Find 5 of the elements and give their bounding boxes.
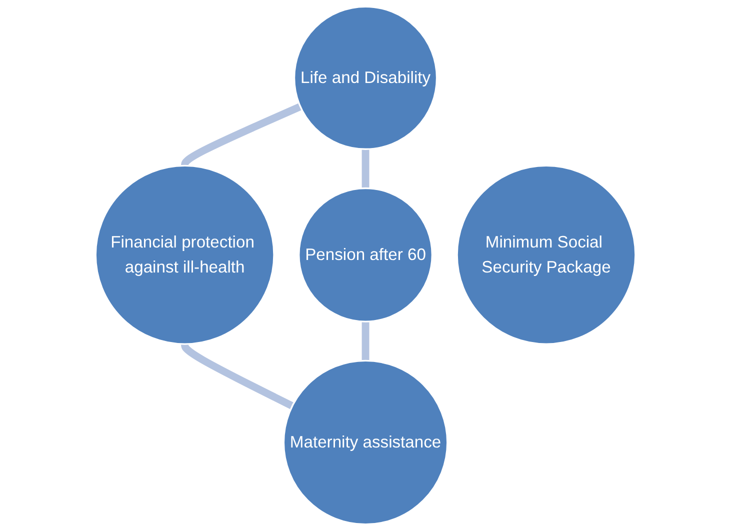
- node-circle: Minimum Social Security Package: [456, 164, 637, 345]
- node-circle: Financial protection against ill-health: [95, 164, 276, 345]
- node-circle: Maternity assistance: [283, 360, 449, 526]
- node-circle: Pension after 60: [298, 187, 434, 322]
- node-circle: Life and Disability: [294, 6, 438, 150]
